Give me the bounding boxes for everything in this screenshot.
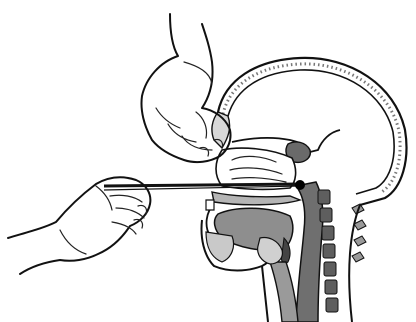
neck-front-outline xyxy=(262,266,268,322)
trachea xyxy=(270,262,298,322)
mandible-fill xyxy=(206,232,234,262)
probe-tip-marker-icon xyxy=(295,180,305,190)
head-sagittal-section-icon xyxy=(202,58,407,322)
palate-icon xyxy=(212,192,300,205)
spinous-processes xyxy=(352,204,366,262)
teeth-upper xyxy=(206,200,214,210)
lower-hand-icon xyxy=(8,177,150,274)
upper-hand-icon xyxy=(141,14,230,162)
